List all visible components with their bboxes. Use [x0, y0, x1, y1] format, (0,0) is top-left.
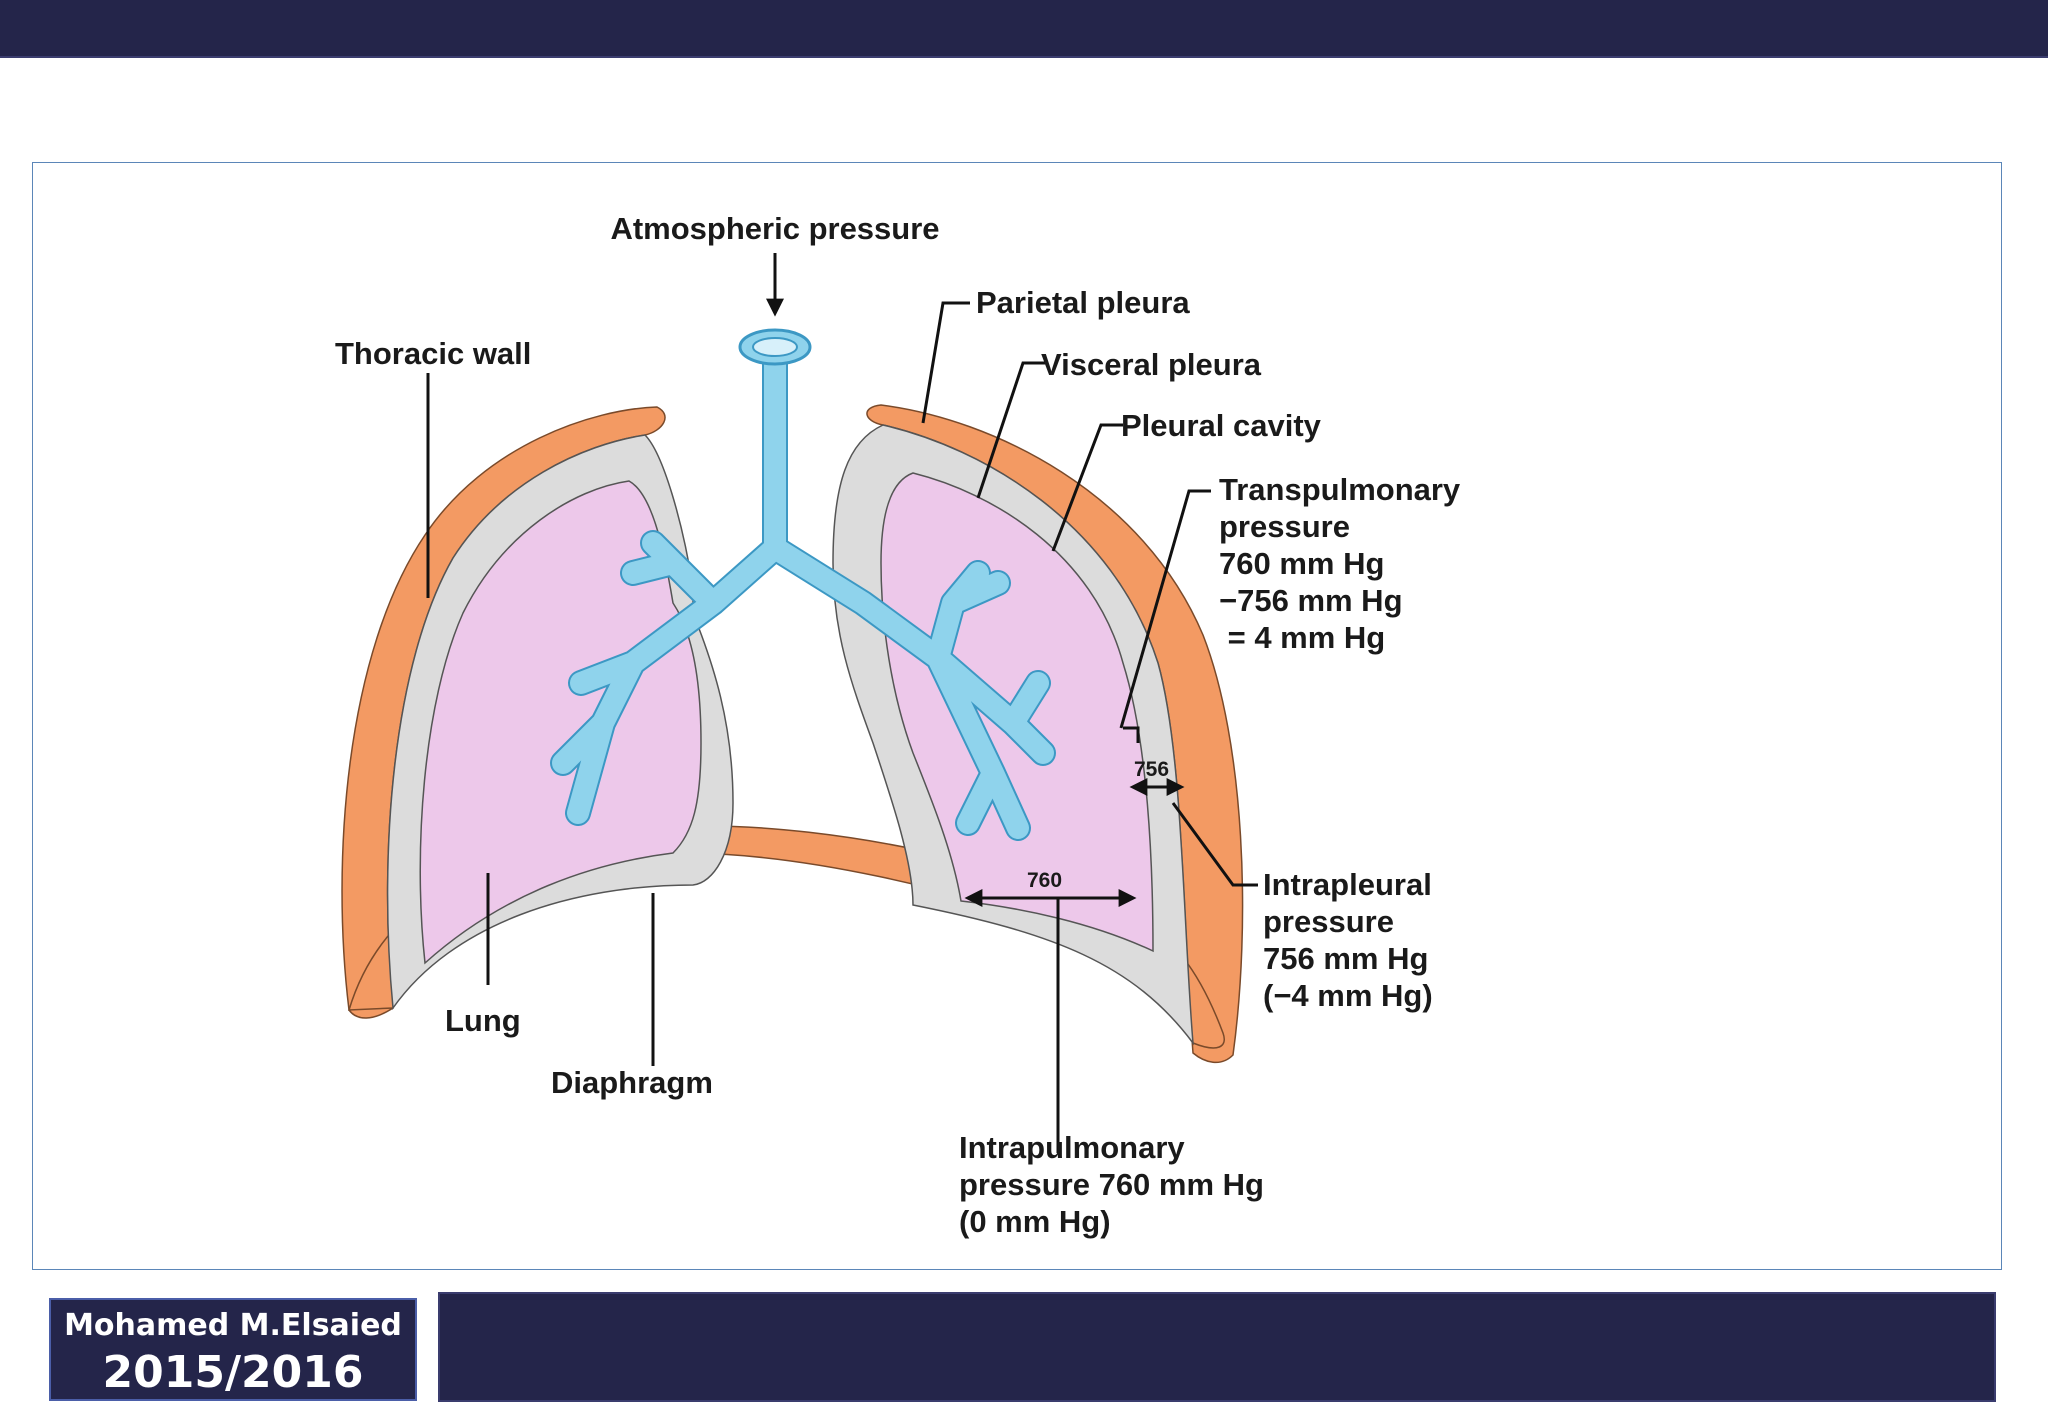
label-transpulmonary-3: 760 mm Hg — [1219, 546, 1384, 581]
label-transpulmonary-4: −756 mm Hg — [1219, 583, 1403, 618]
label-transpulmonary-5: = 4 mm Hg — [1219, 620, 1385, 655]
diagram-frame: Atmospheric pressure Parietal pleura Tho… — [32, 162, 2002, 1270]
label-parietal-pleura: Parietal pleura — [976, 285, 1190, 320]
label-intrapleural-1: Intrapleural — [1263, 867, 1432, 902]
leader-lines — [426, 253, 1258, 1153]
label-intrapleural-3: 756 mm Hg — [1263, 941, 1428, 976]
label-intrapleural-2: pressure — [1263, 904, 1394, 939]
airway-tree — [550, 328, 1056, 841]
label-intrapulmonary-3: (0 mm Hg) — [959, 1204, 1111, 1239]
label-diaphragm: Diaphragm — [551, 1065, 713, 1100]
author-name: Mohamed M.Elsaied — [64, 1308, 402, 1343]
measurement-arrows — [964, 778, 1185, 907]
author-box: Mohamed M.Elsaied 2015/2016 — [49, 1298, 417, 1401]
label-thoracic-wall: Thoracic wall — [335, 336, 531, 371]
label-transpulmonary-1: Transpulmonary — [1219, 472, 1461, 507]
value-760: 760 — [1027, 869, 1062, 892]
label-intrapulmonary-1: Intrapulmonary — [959, 1130, 1185, 1165]
label-intrapleural-4: (−4 mm Hg) — [1263, 978, 1433, 1013]
author-year: 2015/2016 — [102, 1347, 364, 1398]
label-lung: Lung — [445, 1003, 521, 1038]
value-756: 756 — [1134, 758, 1169, 781]
label-atmospheric-pressure: Atmospheric pressure — [610, 211, 939, 246]
label-transpulmonary-2: pressure — [1219, 509, 1350, 544]
top-banner — [0, 0, 2048, 58]
bottom-banner — [438, 1292, 1996, 1402]
label-pleural-cavity: Pleural cavity — [1121, 408, 1322, 443]
label-intrapulmonary-2: pressure 760 mm Hg — [959, 1167, 1264, 1202]
lung-pressure-diagram: Atmospheric pressure Parietal pleura Tho… — [335, 211, 1461, 1239]
label-visceral-pleura: Visceral pleura — [1041, 347, 1262, 382]
